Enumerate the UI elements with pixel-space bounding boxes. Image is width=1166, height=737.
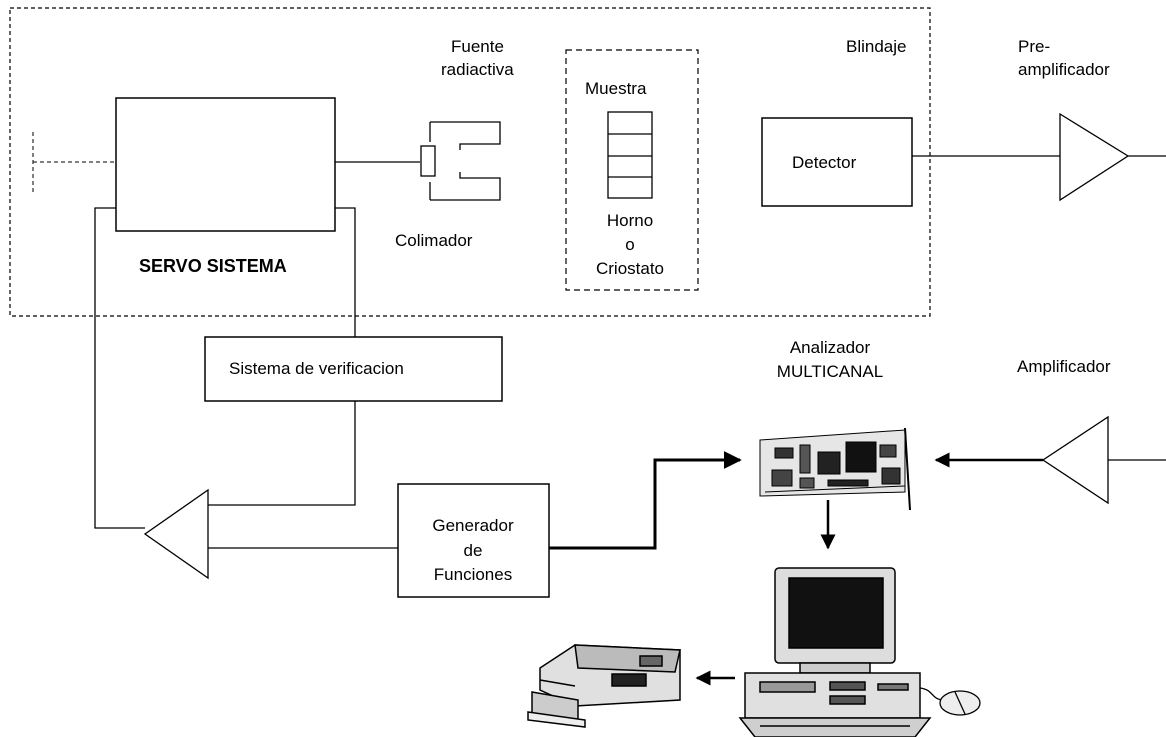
function-generator-box [397, 483, 550, 598]
circuit-board-icon [759, 427, 911, 511]
preamplifier-label-line1: Pre- [1018, 37, 1051, 56]
furnace-label-line1: Horno [606, 211, 654, 230]
sample-label: Muestra [585, 79, 647, 98]
sample-holder-box [565, 49, 699, 291]
desktop-computer-icon [738, 567, 932, 737]
shielding-enclosure [9, 7, 931, 317]
preamplifier-triangle [1059, 112, 1130, 202]
servo-feedback-wire [94, 207, 145, 529]
amplifier-label: Amplificador [1017, 357, 1111, 376]
preamplifier-label-line2: amplificador [1018, 60, 1110, 79]
generator-to-analyzer-arrow [549, 451, 742, 550]
collimator-icon [420, 121, 501, 201]
servo-amplifier-triangle [143, 488, 209, 580]
furnace-label-line2: o [625, 235, 635, 254]
generator-label-line3: Funciones [433, 565, 513, 584]
mouse-icon [919, 687, 981, 716]
analyzer-label-line1: Analizador [789, 338, 871, 357]
servo-system-box [115, 97, 336, 232]
collimator-label: Colimador [395, 231, 473, 250]
printer-icon [527, 644, 681, 728]
analyzer-label-line2: MULTICANAL [776, 362, 884, 381]
generator-label-line1: Generador [432, 516, 514, 535]
generator-label-line2: de [463, 541, 483, 560]
sample-stack-icon [607, 111, 653, 199]
verification-system-box [204, 336, 503, 402]
detector-label: Detector [792, 153, 857, 172]
source-label-line2: radiactiva [441, 60, 514, 79]
source-label-line1: Fuente [451, 37, 504, 56]
furnace-label-line3: Criostato [595, 259, 665, 278]
servo-system-label: SERVO SISTEMA [139, 256, 287, 276]
amplifier-triangle [1041, 415, 1109, 505]
detector-box [761, 117, 913, 207]
shielding-label: Blindaje [846, 37, 907, 56]
verification-system-label: Sistema de verificacion [229, 359, 404, 378]
